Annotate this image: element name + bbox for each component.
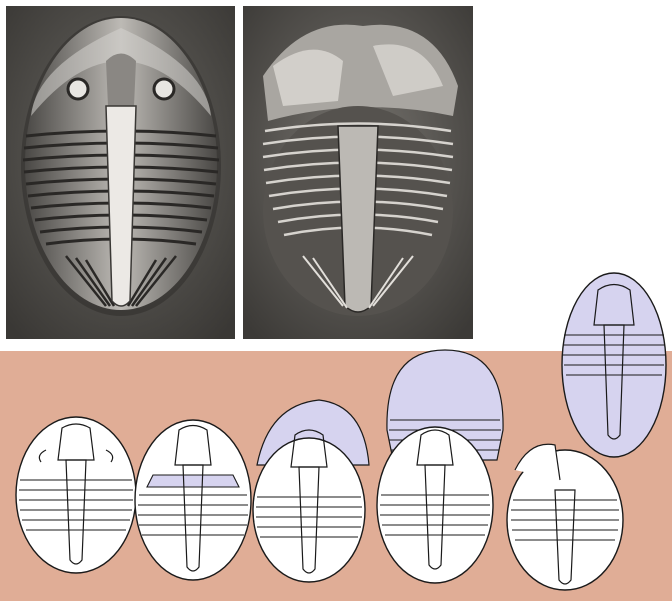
dorsal-exoskeleton-photo [6, 6, 235, 339]
sediment-background [0, 351, 672, 601]
molted-exoskeleton-photo [243, 6, 473, 339]
